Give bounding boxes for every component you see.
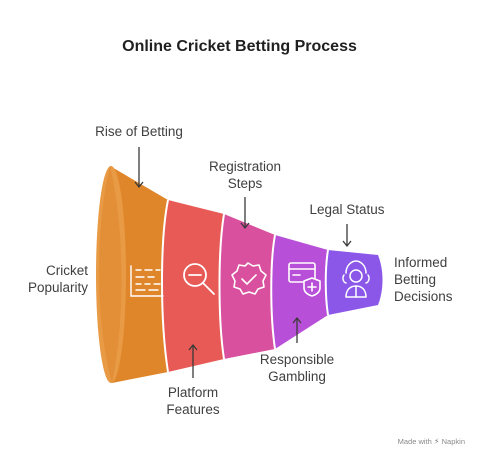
label-platform-features: Platform Features xyxy=(166,385,220,417)
label-responsible-gambling: Responsible Gambling xyxy=(259,352,335,384)
arrow-rise-of-betting xyxy=(134,147,144,189)
arrow-responsible-gambling xyxy=(292,316,302,343)
arrow-legal-status xyxy=(342,224,352,248)
label-informed-betting-decisions: Informed Betting Decisions xyxy=(394,255,453,304)
label-rise-of-betting: Rise of Betting xyxy=(95,124,183,139)
napkin-watermark: Made with ⚡ Napkin xyxy=(397,437,465,446)
label-registration-steps: Registration Steps xyxy=(208,159,282,191)
funnel-mouth xyxy=(96,166,126,383)
napkin-logo-icon: ⚡ xyxy=(433,437,440,446)
label-cricket-popularity: Cricket Popularity xyxy=(27,263,88,295)
funnel-segment-legal-status xyxy=(325,250,383,315)
diagram-title: Online Cricket Betting Process xyxy=(122,38,357,55)
label-legal-status: Legal Status xyxy=(309,202,385,217)
funnel-segment-registration xyxy=(219,214,275,359)
arrow-registration-steps xyxy=(240,197,250,230)
card-shield-icon xyxy=(288,262,321,297)
arrow-platform-features xyxy=(188,343,198,378)
judge-icon xyxy=(342,260,370,298)
chart-icon xyxy=(130,265,164,297)
search-minus-icon xyxy=(183,263,215,295)
badge-check-icon xyxy=(231,262,267,295)
